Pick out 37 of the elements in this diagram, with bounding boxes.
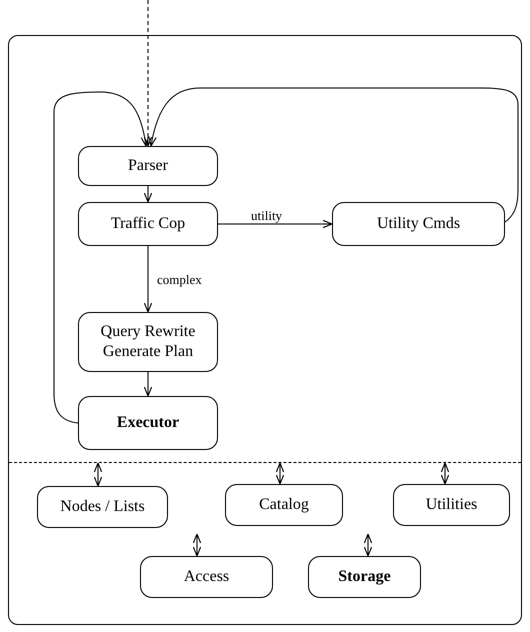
node-label: Traffic Cop xyxy=(110,214,186,234)
process-box xyxy=(78,146,218,186)
node-label: Utility Cmds xyxy=(376,214,460,234)
node-label: Generate Plan xyxy=(102,342,194,362)
process-box xyxy=(225,484,343,526)
process-box xyxy=(78,202,218,246)
arrow xyxy=(440,462,450,485)
node-label: Catalog xyxy=(259,495,309,515)
process-box xyxy=(140,556,273,598)
node-label: Parser xyxy=(128,156,168,176)
arrow xyxy=(54,92,149,424)
dashed-divider xyxy=(9,462,521,463)
node-label: Nodes / Lists xyxy=(60,497,145,517)
edge-label: complex xyxy=(156,272,203,287)
container-box xyxy=(8,35,522,625)
process-box xyxy=(332,202,505,246)
node-label: Executor xyxy=(116,413,180,433)
node-label: Query Rewrite xyxy=(100,322,196,342)
arrow xyxy=(94,462,102,487)
process-box xyxy=(308,556,421,598)
arrow xyxy=(144,186,152,203)
arrow xyxy=(276,462,284,485)
process-box xyxy=(393,484,510,526)
arrow xyxy=(364,533,372,557)
arrow xyxy=(144,372,152,397)
arrow xyxy=(218,220,333,228)
arrow xyxy=(148,88,518,222)
process-box xyxy=(78,312,218,372)
node-label: Utilities xyxy=(426,495,478,515)
arrow xyxy=(144,0,152,147)
node-label: Access xyxy=(184,567,230,587)
arrow xyxy=(144,246,152,313)
arrow xyxy=(192,533,202,557)
edge-label: utility xyxy=(250,208,284,223)
process-box xyxy=(78,396,218,450)
process-box xyxy=(37,486,168,528)
node-label: Storage xyxy=(338,567,391,587)
